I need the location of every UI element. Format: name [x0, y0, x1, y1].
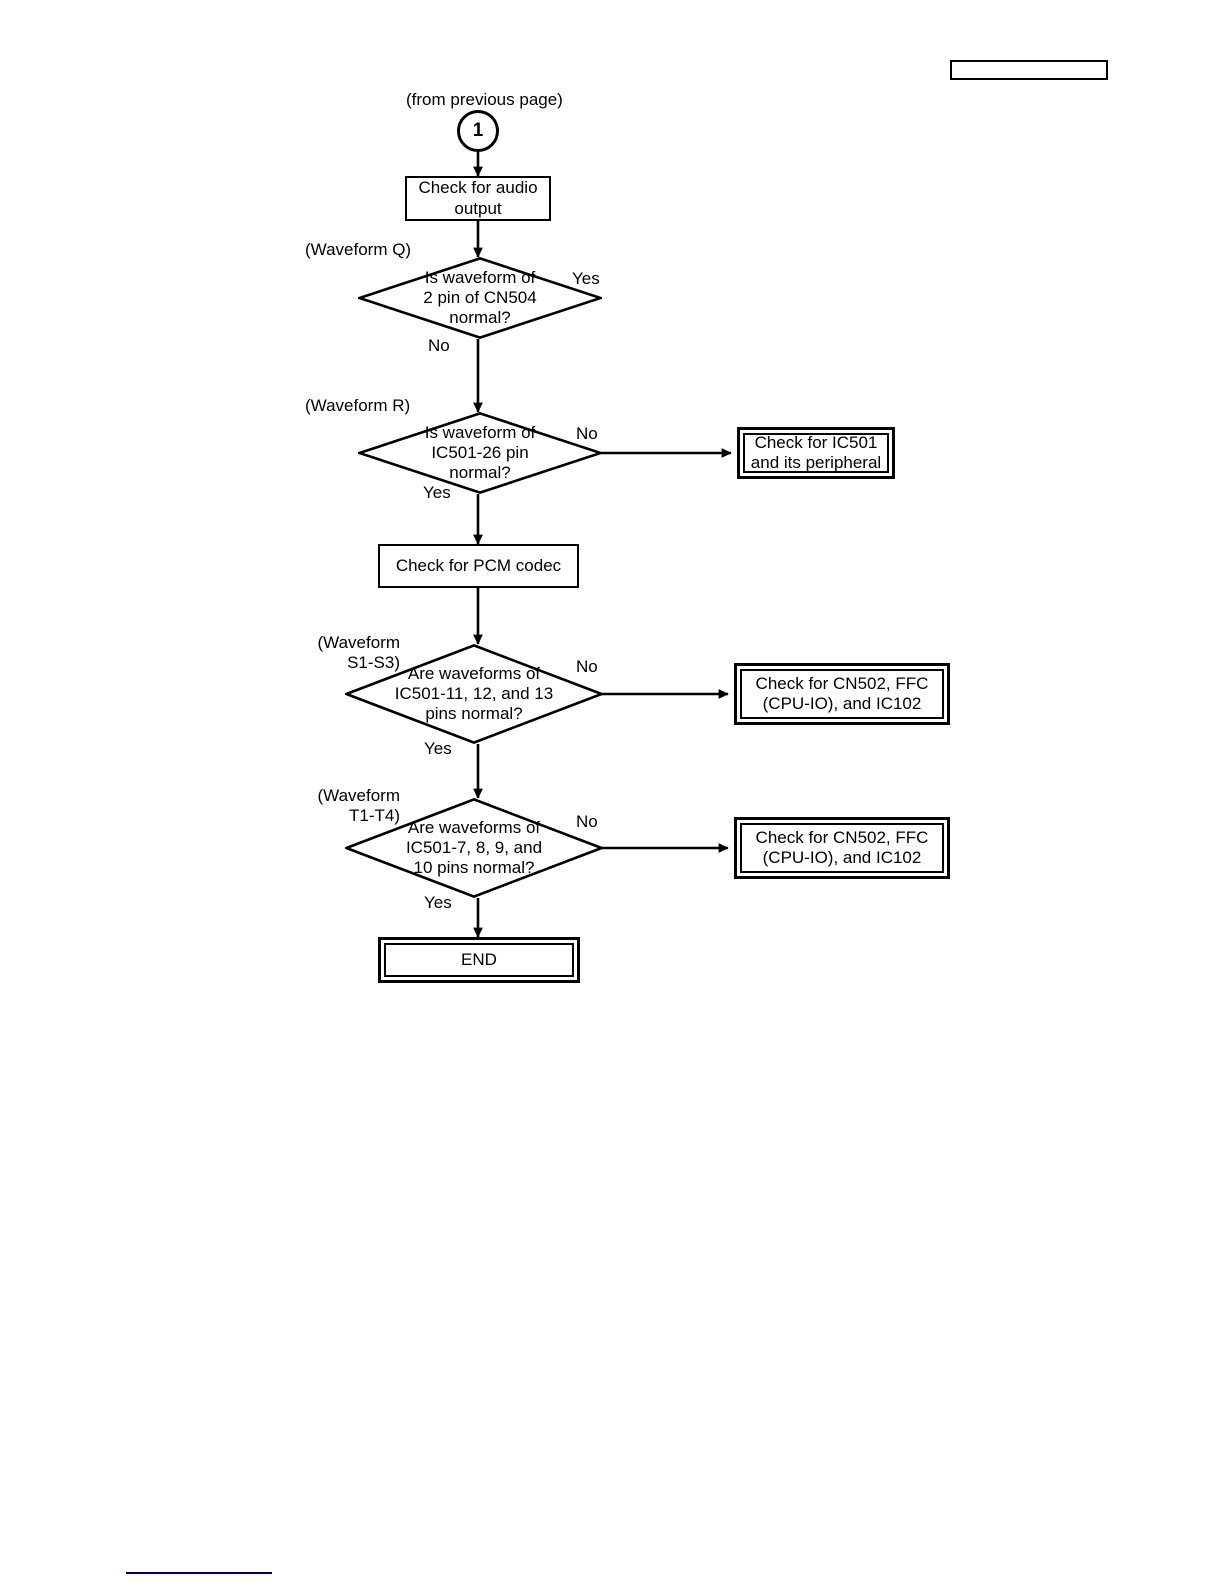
terminal-check-cn502-ffc-ic102-upper: Check for CN502, FFC (CPU-IO), and IC102 [734, 663, 950, 725]
decision-q-no-label: No [428, 336, 450, 355]
waveform-s-line1: (Waveform [317, 633, 401, 652]
waveform-t-line1: (Waveform [317, 786, 401, 805]
terminal-ic501-line1: Check for IC501 [754, 432, 878, 452]
waveform-r-label: (Waveform R) [305, 396, 411, 415]
waveform-t-line2: T1-T4) [349, 806, 400, 826]
decision-r-yes-label: Yes [423, 483, 451, 502]
decision-r-no-label: No [576, 424, 598, 443]
decision-ic501-pins-11-12-13-waveform: Are waveforms of IC501-11, 12, and 13 pi… [345, 644, 603, 744]
terminal-cn502a-line1: Check for CN502, FFC [755, 673, 929, 693]
terminal-check-cn502-ffc-ic102-lower: Check for CN502, FFC (CPU-IO), and IC102 [734, 817, 950, 879]
page-header-box [950, 60, 1108, 80]
terminal-check-ic501-and-peripheral: Check for IC501 and its peripheral [737, 427, 895, 479]
terminal-end-label: END [461, 949, 497, 969]
waveform-q-label: (Waveform Q) [305, 240, 412, 259]
entry-note-label: (from previous page) [406, 90, 563, 109]
terminal-cn502b-line2: (CPU-IO), and IC102 [762, 848, 922, 867]
terminal-cn502b-line1: Check for CN502, FFC [755, 827, 929, 847]
decision-t-no-label: No [576, 812, 598, 831]
terminal-ic501-line2: and its peripheral [750, 453, 882, 472]
decision-cn504-pin2-waveform: Is waveform of 2 pin of CN504 normal? [358, 257, 602, 339]
terminal-end: END [378, 937, 580, 983]
terminal-cn502a-line2: (CPU-IO), and IC102 [762, 694, 922, 713]
waveform-s-line2: S1-S3) [347, 653, 400, 673]
process-check-for-audio-output: Check for audio output [405, 176, 551, 221]
process-check-for-pcm-codec: Check for PCM codec [378, 544, 579, 588]
decision-s-yes-label: Yes [424, 739, 452, 758]
decision-ic501-pins-7-8-9-10-waveform: Are waveforms of IC501-7, 8, 9, and 10 p… [345, 798, 603, 898]
decision-t-yes-label: Yes [424, 893, 452, 912]
flow-connector-circle-1: 1 [457, 110, 499, 152]
decision-ic501-pin26-waveform: Is waveform of IC501-26 pin normal? [358, 412, 602, 494]
process-audio-line2: output [454, 198, 502, 218]
footer-rule [126, 1572, 272, 1574]
process-pcm-label: Check for PCM codec [395, 555, 562, 575]
process-audio-line1: Check for audio [418, 178, 538, 198]
decision-q-yes-label: Yes [572, 269, 600, 288]
decision-s-no-label: No [576, 657, 598, 676]
